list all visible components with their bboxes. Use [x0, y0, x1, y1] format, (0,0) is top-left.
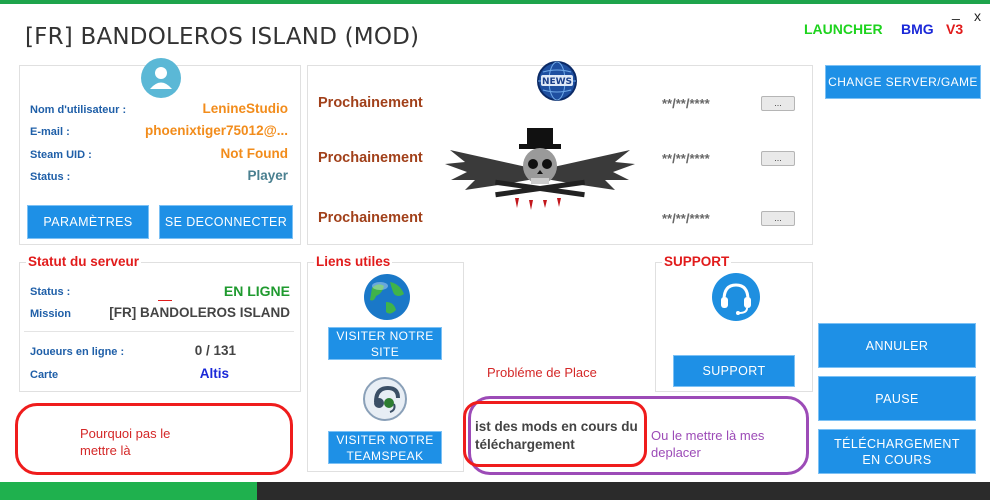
annotation-why-not: Pourquoi pas le mettre là: [80, 426, 171, 458]
minimize-button[interactable]: _: [952, 4, 960, 20]
close-button[interactable]: x: [974, 8, 981, 24]
cancel-button[interactable]: ANNULER: [818, 323, 976, 368]
top-accent-line: [0, 0, 990, 4]
mission-value: [FR] BANDOLEROS ISLAND: [109, 305, 290, 320]
news-item-1-label: Prochainement: [318, 95, 423, 111]
server-status-title: Statut du serveur: [26, 254, 142, 269]
settings-button[interactable]: PARAMÈTRES: [27, 205, 149, 239]
players-online-label: Joueurs en ligne :: [30, 346, 125, 358]
change-server-button[interactable]: CHANGE SERVER/GAME: [825, 65, 981, 99]
support-title: SUPPORT: [662, 254, 732, 269]
user-avatar-icon: [141, 58, 181, 98]
annotation-red-ellipse-center: [463, 401, 647, 467]
server-status-value: EN LIGNE: [223, 283, 290, 299]
steam-uid-value: Not Found: [220, 146, 288, 161]
news-item-1-date: **/**/****: [662, 96, 710, 111]
version-label: V3: [946, 21, 964, 37]
mission-label: Mission: [30, 308, 71, 320]
annotation-or-put-here: Ou le mettre là mes deplacer: [651, 428, 765, 460]
bmg-label: BMG: [901, 21, 934, 37]
news-item-3-label: Prochainement: [318, 210, 423, 226]
pause-button[interactable]: PAUSE: [818, 376, 976, 421]
news-item-3-more-button[interactable]: ...: [761, 211, 795, 226]
username-label: Nom d'utilisateur :: [30, 104, 127, 116]
website-globe-icon: [362, 272, 412, 322]
news-item-1-more-button[interactable]: ...: [761, 96, 795, 111]
annotation-red-ellipse-left: [15, 403, 293, 475]
username-value: LenineStudio: [202, 101, 289, 116]
players-online-value: 0 / 131: [194, 343, 236, 358]
logout-button[interactable]: SE DECONNECTER: [159, 205, 293, 239]
support-button[interactable]: SUPPORT: [673, 355, 795, 387]
visit-website-button[interactable]: VISITER NOTRE SITE: [328, 327, 442, 360]
skull-emblem-icon: [445, 122, 635, 210]
visit-teamspeak-button[interactable]: VISITER NOTRE TEAMSPEAK: [328, 431, 442, 464]
status-value: Player: [247, 168, 288, 183]
news-item-2-label: Prochainement: [318, 150, 423, 166]
steam-uid-label: Steam UID :: [30, 149, 92, 161]
news-item-2-date: **/**/****: [662, 151, 710, 166]
downloading-button[interactable]: TÉLÉCHARGEMENT EN COURS: [818, 429, 976, 474]
server-status-label: Status :: [30, 286, 71, 298]
useful-links-title: Liens utiles: [314, 254, 393, 269]
email-value: phoenixtiger75012@...: [145, 123, 288, 138]
svg-text:NEWS: NEWS: [542, 77, 572, 87]
news-item-3-date: **/**/****: [662, 211, 710, 226]
headset-icon: [711, 272, 761, 322]
annotation-purple-ellipse: [468, 396, 809, 475]
window-title: [FR] BANDOLEROS ISLAND (MOD): [25, 24, 420, 50]
teamspeak-icon: [362, 376, 408, 422]
map-label: Carte: [30, 369, 59, 381]
email-label: E-mail :: [30, 126, 70, 138]
news-item-2-more-button[interactable]: ...: [761, 151, 795, 166]
status-label: Status :: [30, 171, 71, 183]
annotation-place-problem: Probléme de Place: [487, 365, 597, 380]
server-status-panel: [19, 262, 301, 392]
news-globe-icon: NEWS: [536, 60, 578, 102]
mods-download-list-text: ist des mods en cours du téléchargement: [475, 419, 638, 452]
server-divider: [24, 331, 294, 332]
download-progress-track: [0, 482, 990, 500]
download-progress-fill: [0, 482, 258, 500]
launcher-label: LAUNCHER: [804, 21, 883, 37]
map-value: Altis: [199, 366, 229, 381]
status-underline: [158, 300, 172, 301]
